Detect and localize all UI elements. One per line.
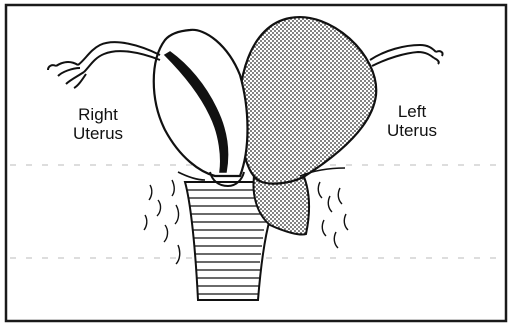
label-left-uterus-line2: Uterus — [372, 121, 452, 140]
label-left-uterus-line1: Left — [372, 102, 452, 121]
label-right-uterus: Right Uterus — [58, 105, 138, 143]
label-right-uterus-line1: Right — [58, 105, 138, 124]
label-right-uterus-line2: Uterus — [58, 124, 138, 143]
label-left-uterus: Left Uterus — [372, 102, 452, 140]
